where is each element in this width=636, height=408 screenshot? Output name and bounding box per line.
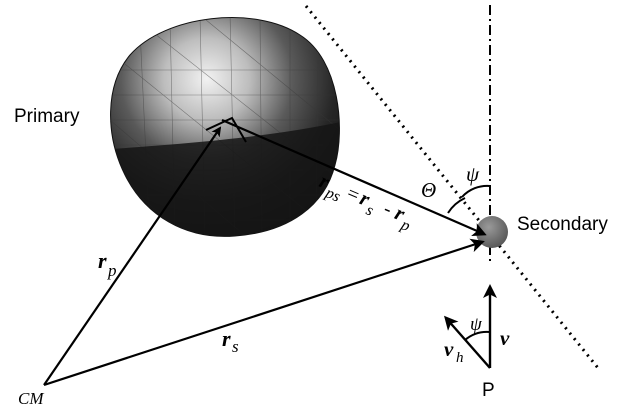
cm-label: CM	[18, 389, 44, 408]
secondary-label: Secondary	[517, 214, 608, 235]
v-label: v	[500, 326, 510, 350]
svg-text:ps: ps	[322, 184, 343, 206]
rp-vector	[43, 126, 222, 386]
rs-vector	[43, 238, 485, 387]
rp-label: r p	[98, 248, 117, 280]
svg-text:p: p	[107, 261, 117, 280]
primary-center-marker	[205, 116, 247, 143]
svg-text:r: r	[222, 326, 231, 351]
theta-label: Θ	[421, 178, 436, 202]
orbit-plane-dotted-line	[304, 5, 600, 369]
vh-label: v h	[444, 337, 464, 366]
vh-vector	[444, 315, 491, 369]
psi-bottom-angle-arc	[464, 330, 491, 341]
svg-text:r: r	[98, 248, 107, 273]
theta-angle-arc	[447, 197, 466, 214]
svg-text:s: s	[232, 337, 239, 356]
p-label: P	[482, 380, 495, 401]
psi-top-label: ψ	[466, 162, 480, 186]
psi-bottom-label: ψ	[470, 314, 483, 335]
primary-label: Primary	[14, 106, 80, 127]
rps-vector	[221, 118, 487, 237]
rps-equation-label: r ps = r s - r p	[316, 169, 412, 236]
svg-text:v: v	[444, 337, 454, 361]
primary-asteroid	[110, 17, 340, 237]
psi-top-angle-arc	[461, 184, 491, 198]
rs-label: r s	[222, 326, 239, 356]
svg-text:h: h	[456, 350, 464, 366]
